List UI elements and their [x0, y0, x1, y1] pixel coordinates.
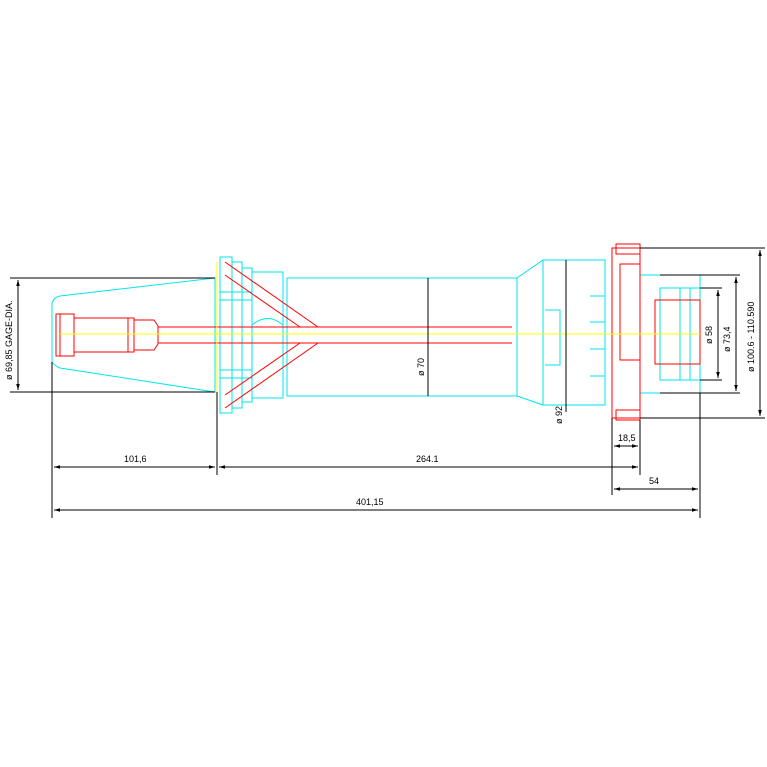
- label-len-401-15: 401,15: [356, 497, 384, 507]
- channel-b2: [224, 342, 301, 396]
- collet-red: [654, 299, 701, 365]
- centerlines: [60, 262, 700, 408]
- pull-stud-neck: [134, 319, 159, 351]
- dimensions: [10, 247, 765, 518]
- flange-arch: [251, 318, 284, 352]
- flange-plate-1: [219, 256, 233, 414]
- label-len-101-6: 101,6: [124, 454, 147, 464]
- label-dia-73-4: ø 73,4: [722, 326, 732, 352]
- cone-transition: [516, 259, 606, 406]
- clamping-nut: [611, 247, 641, 419]
- label-dia-92: ø 92: [554, 406, 564, 424]
- label-len-264-1: 264.1: [416, 454, 439, 464]
- channel-a2: [224, 274, 301, 328]
- label-dia-70: ø 70: [416, 358, 426, 376]
- channel-a1: [224, 261, 319, 328]
- label-len-18-5: 18,5: [618, 433, 636, 443]
- label-gage-dia: ø 69,85 GAGE-DIA.: [4, 300, 14, 380]
- coolant-slot: [545, 309, 561, 366]
- label-dia-58: ø 58: [704, 326, 714, 344]
- main-cylinder: [286, 277, 518, 397]
- insert-parts: [55, 243, 701, 421]
- nut-bottom: [615, 409, 641, 421]
- label-dia-100-6: ø 100.6 - 110.590: [746, 302, 756, 372]
- nut-inner: [619, 263, 641, 361]
- label-len-54: 54: [649, 476, 659, 486]
- nut-top: [615, 243, 641, 255]
- holder-body: [51, 256, 701, 414]
- pull-stud-body: [55, 313, 75, 357]
- pull-stud-thread: [73, 317, 135, 353]
- channel-b1: [224, 342, 319, 409]
- flange-step: [252, 271, 284, 399]
